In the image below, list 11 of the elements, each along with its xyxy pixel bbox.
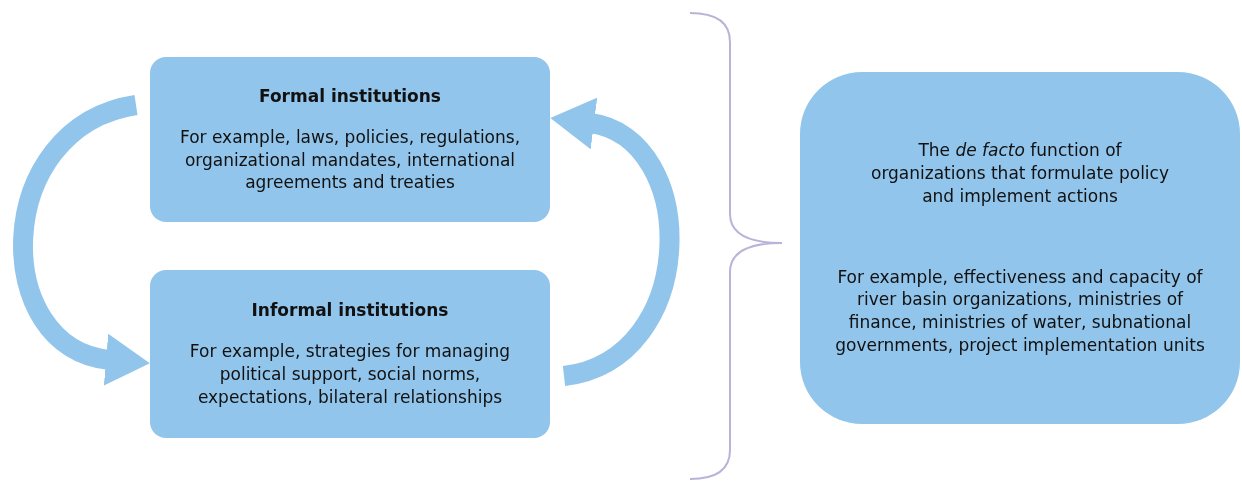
rounded-box: [150, 57, 550, 222]
box-heading: The de facto function of organizations that formulate policy and implement actions: [870, 138, 1170, 208]
curved-arrow: [551, 99, 680, 386]
box-text: For example, effectiveness and capacity of river basin organizations, ministries of finance, ministries of water, subnational governments, project implementation units: [834, 265, 1206, 358]
rounded-box: [800, 72, 1240, 424]
box-heading: Informal institutions: [251, 299, 449, 323]
curved-arrow: [13, 95, 149, 385]
rounded-box: [150, 270, 550, 438]
box-text: For example, strategies for managing political support, social norms, expectations, bilateral relationships: [188, 340, 512, 409]
box-text: For example, laws, policies, regulations, organizational mandates, international agreements and treaties: [178, 125, 522, 195]
box-heading: Formal institutions: [259, 84, 441, 108]
